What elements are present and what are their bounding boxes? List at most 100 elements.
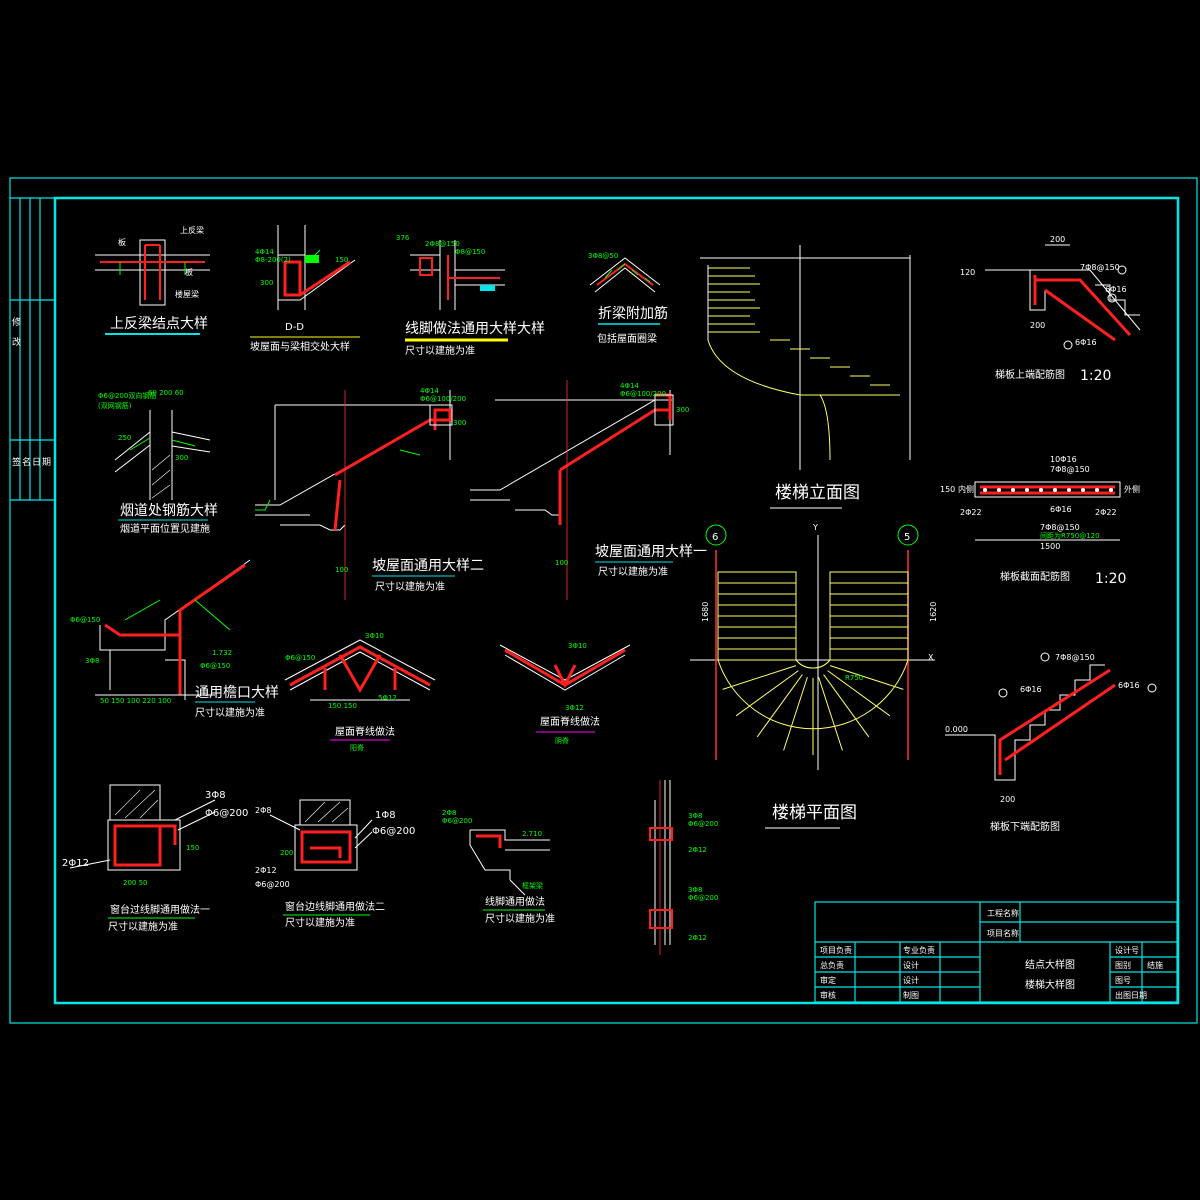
sidebar-text-c1: 签 [12, 456, 21, 468]
lower-dim: 200 [1000, 795, 1015, 804]
detail-ridge-concave: 3Φ10 3Φ12 屋面脊线做法 阴脊 [499, 642, 631, 745]
d9-ann3: 5Φ12 [378, 694, 397, 702]
d11-dim-v: 150 [186, 844, 199, 852]
sidebar-text-c3: 日 [32, 457, 41, 468]
plan-dim-right: 1620 [929, 602, 938, 622]
d12-ann1: 2Φ8 [255, 806, 271, 815]
section-ann2: 7Φ8@150 [1050, 465, 1090, 474]
stair-lower-rebar: 7Φ8@150 6Φ16 6Φ16 0.000 200 梯板下端配筋图 [945, 652, 1157, 833]
outer-frame [9, 177, 1198, 1024]
d7-dim2: 300 [676, 406, 689, 414]
d14-ann2: Φ6@200 [688, 820, 718, 828]
sidebar-text-c2: 名 [22, 456, 31, 468]
d2-ann1: 4Φ14 [255, 248, 274, 256]
sidebar-text-b: 改 [12, 336, 21, 348]
tb-no-label: 图号 [1115, 976, 1131, 985]
section-ann6: 间距为R750@120 [1040, 531, 1100, 540]
d1-label-b: 上反梁 [180, 225, 204, 235]
d9-title: 屋面脊线做法 [335, 725, 395, 738]
d7-ann1: 4Φ14 [620, 382, 639, 390]
d8-dims: 50 150 100 220 100 [100, 697, 171, 705]
section-rebar-dot [1011, 488, 1015, 492]
plan-winder-line [783, 676, 808, 751]
d10-ann2: 3Φ12 [565, 704, 584, 712]
d13-ann1: 2Φ8 [442, 809, 456, 817]
section-ann5: 7Φ8@150 [1040, 523, 1080, 532]
d1-label-a: 板 [118, 237, 126, 247]
stair-plan-title: 楼梯平面图 [772, 803, 857, 823]
plan-winder-line [722, 665, 797, 690]
d10-ann1: 3Φ10 [568, 642, 587, 650]
d14-ann3: 2Φ12 [688, 846, 707, 854]
d12-ann3: Φ6@200 [372, 826, 415, 837]
d6-subtitle: 尺寸以建施为准 [375, 580, 445, 593]
d13-subtitle: 尺寸以建施为准 [485, 912, 555, 925]
section-rebar-dot [983, 488, 987, 492]
upper-ann3: 6Φ16 [1105, 285, 1127, 294]
d11-ann3: 2Φ12 [62, 858, 89, 869]
tb-date-label: 出图日期 [1115, 990, 1147, 1000]
section-rebar-dot [1067, 488, 1071, 492]
plan-axis-y: Y [812, 523, 818, 532]
d9-dims: 150 150 [328, 702, 357, 710]
tb-r3c1: 审定 [820, 975, 836, 985]
d7-ann2: Φ6@100/200 [620, 390, 666, 398]
lower-title: 梯板下端配筋图 [990, 820, 1060, 833]
d12-ann4: 2Φ12 [255, 866, 277, 875]
tb-drawing-title1: 结点大样图 [1025, 958, 1075, 971]
section-dim-left: 150 [940, 485, 955, 494]
stair-plan: 6 5 1680 1620 Y X R750 楼梯平面图 [690, 523, 938, 829]
title-block: 工程名称 项目名称 项目负责 专业负责 总负责 设计 审定 设计 审核 制图 结… [814, 901, 1178, 1003]
section-rebar-dot [1039, 488, 1043, 492]
stair-elevation: 楼梯立面图 [700, 245, 911, 509]
d5-dim2: 300 [175, 454, 188, 462]
detail-flue: Φ6@200双向钢筋 (双网钢筋) 60 200 60 250 300 烟道处钢… [98, 389, 218, 535]
d11-subtitle: 尺寸以建施为准 [108, 920, 178, 933]
d6-dim2: 300 [453, 419, 466, 427]
d5-subtitle: 烟道平面位置见建施 [120, 522, 210, 535]
d7-dim1: 100 [555, 559, 568, 567]
tb-r1c1: 项目负责 [820, 945, 852, 955]
section-rebar-dot [1025, 488, 1029, 492]
d3-title: 线脚做法通用大样大样 [405, 321, 545, 337]
d8-title: 通用檐口大样 [195, 685, 279, 701]
tb-r4c1: 审核 [820, 990, 836, 1000]
plan-winder-line [829, 665, 904, 690]
d4-title: 折梁附加筋 [598, 305, 668, 322]
stair-upper-rebar: 200 7Φ8@150 6Φ16 6Φ16 120 200 梯板上端配筋图 1:… [960, 235, 1141, 384]
d2-ann2: Φ8-200(2) [255, 256, 291, 264]
d8-subtitle: 尺寸以建施为准 [195, 706, 265, 719]
d5-ann1: Φ6@200双向钢筋 [98, 391, 156, 400]
detail-folded-beam: 3Φ8@50 折梁附加筋 包括屋面圈梁 [588, 252, 668, 345]
detail-ridge-convex: 3Φ10 Φ6@150 5Φ12 150 150 屋面脊线做法 阳脊 [284, 632, 436, 752]
upper-title: 梯板上端配筋图 [995, 368, 1065, 381]
tb-project-name: 工程名称 [987, 908, 1019, 918]
upper-ann1: 200 [1050, 235, 1065, 244]
plan-radius: R750 [845, 674, 863, 682]
d12-dim-v: 200 [280, 849, 293, 857]
d14-ann1: 3Φ8 [688, 812, 702, 820]
plan-winder-line [735, 670, 799, 717]
d2-title: 坡屋面与梁相交处大样 [250, 340, 350, 353]
section-dim: 1500 [1040, 542, 1060, 551]
d10-title: 屋面脊线做法 [540, 715, 600, 728]
d13-ann4: 框架梁 [522, 881, 543, 890]
d3-subtitle: 尺寸以建施为准 [405, 344, 475, 357]
stair-section-rebar: 10Φ16 7Φ8@150 6Φ16 2Φ22 2Φ22 7Φ8@150 间距为… [940, 455, 1140, 587]
d8-ann3: 3Φ8 [85, 657, 99, 665]
d11-ann1: 3Φ8 [205, 790, 226, 801]
left-sidebar: 修 改 签 名 日 期 [10, 197, 55, 501]
plan-winder-line [818, 676, 843, 751]
d3-ann2: 2Φ8@150 [425, 240, 460, 248]
d8-ann2: Φ6@150 [200, 662, 230, 670]
d2-section-label: D-D [285, 322, 304, 333]
d12-title: 窗台边线脚通用做法二 [285, 900, 385, 913]
d3-ann1: 376 [396, 234, 410, 242]
section-outer: 外侧 [1124, 484, 1140, 494]
d14-ann4: 3Φ8 [688, 886, 702, 894]
d13-ann2: Φ6@200 [442, 817, 472, 825]
d5-ann3: 60 200 60 [148, 389, 184, 397]
detail-upturned-beam: 板 上反梁 板 楼屋梁 上反梁结点大样 [95, 225, 210, 335]
upper-dim-bottom: 200 [1030, 321, 1045, 330]
